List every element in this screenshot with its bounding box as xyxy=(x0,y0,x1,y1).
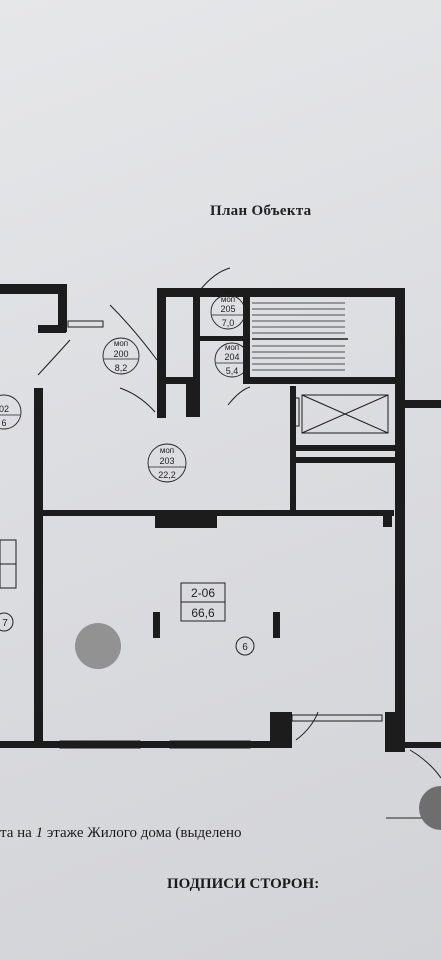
door-arc xyxy=(227,386,251,406)
edge-marker-number: 7 xyxy=(2,618,8,629)
room-type: моп xyxy=(221,295,235,304)
wall xyxy=(157,288,166,418)
plan-caption: та на 1 этаже Жилого дома (выделено xyxy=(0,825,242,842)
room-area: 7,0 xyxy=(222,318,235,328)
caption-prefix: та на xyxy=(0,825,36,841)
wall xyxy=(157,288,405,297)
room-label-205: моп 205 7,0 xyxy=(210,294,246,330)
wall xyxy=(405,400,441,408)
wall xyxy=(193,288,200,384)
elevator-shaft xyxy=(301,394,389,434)
wall xyxy=(296,457,396,463)
wall xyxy=(395,288,405,718)
room-type: моп xyxy=(114,339,128,348)
door-arc xyxy=(109,304,158,361)
room-number: 205 xyxy=(220,304,235,314)
window xyxy=(169,740,251,749)
window xyxy=(292,397,300,427)
wall xyxy=(166,377,200,384)
window xyxy=(67,320,104,328)
column xyxy=(153,612,160,638)
room-area: 5,4 xyxy=(226,366,239,376)
wall xyxy=(290,386,296,516)
room-label-204: моп 204 5,4 xyxy=(214,342,250,378)
room-label-partial: 02 6 xyxy=(0,394,22,430)
column xyxy=(383,511,392,527)
unit-area: 66,6 xyxy=(191,606,215,620)
highlight-circle xyxy=(75,623,121,669)
wall xyxy=(405,742,441,748)
door-arc xyxy=(295,711,319,741)
unit-marker: 6 xyxy=(235,636,255,656)
room-number: 200 xyxy=(113,349,128,359)
column xyxy=(273,612,280,638)
door-arc xyxy=(199,267,231,291)
unit-label: 2-06 66,6 xyxy=(180,582,226,622)
wall xyxy=(58,284,67,332)
window xyxy=(59,740,141,749)
window xyxy=(291,714,383,722)
plan-title: План Объекта xyxy=(210,203,312,219)
room-area: 8,2 xyxy=(115,363,128,373)
floor-plan: моп 205 7,0 моп 204 5,4 моп 200 8,2 моп … xyxy=(0,267,441,779)
caption-floor: 1 xyxy=(35,825,44,841)
room-area: 6 xyxy=(1,418,6,428)
staircase xyxy=(252,302,348,371)
unit-number: 2-06 xyxy=(191,586,215,600)
edge-marker: 7 xyxy=(0,612,14,632)
wall xyxy=(34,388,43,748)
room-label-203: моп 203 22,2 xyxy=(147,443,187,483)
room-number: 204 xyxy=(224,352,239,362)
wall xyxy=(0,741,290,748)
room-area: 22,2 xyxy=(158,470,176,480)
walls xyxy=(0,284,441,752)
wall xyxy=(197,336,247,341)
door-arc xyxy=(409,749,441,779)
fine-lines xyxy=(0,267,441,779)
shaft-diagonal xyxy=(301,394,389,434)
wall xyxy=(186,377,200,417)
wall xyxy=(38,325,66,333)
wall xyxy=(270,712,292,748)
wall xyxy=(243,377,405,384)
wall xyxy=(385,712,405,752)
signatures-heading: ПОДПИСИ СТОРОН: xyxy=(167,876,320,892)
caption-suffix: этаже Жилого дома (выделено xyxy=(43,825,242,841)
room-number: 203 xyxy=(159,456,174,466)
door-arc xyxy=(37,339,71,376)
wall xyxy=(0,284,66,294)
unit-marker-number: 6 xyxy=(242,642,248,653)
wall xyxy=(155,512,217,528)
room-type: моп xyxy=(225,343,239,352)
room-number: 02 xyxy=(0,404,9,414)
room-label-200: моп 200 8,2 xyxy=(102,337,140,375)
wall xyxy=(296,445,396,451)
door-arc xyxy=(119,387,156,413)
room-type: моп xyxy=(160,446,174,455)
